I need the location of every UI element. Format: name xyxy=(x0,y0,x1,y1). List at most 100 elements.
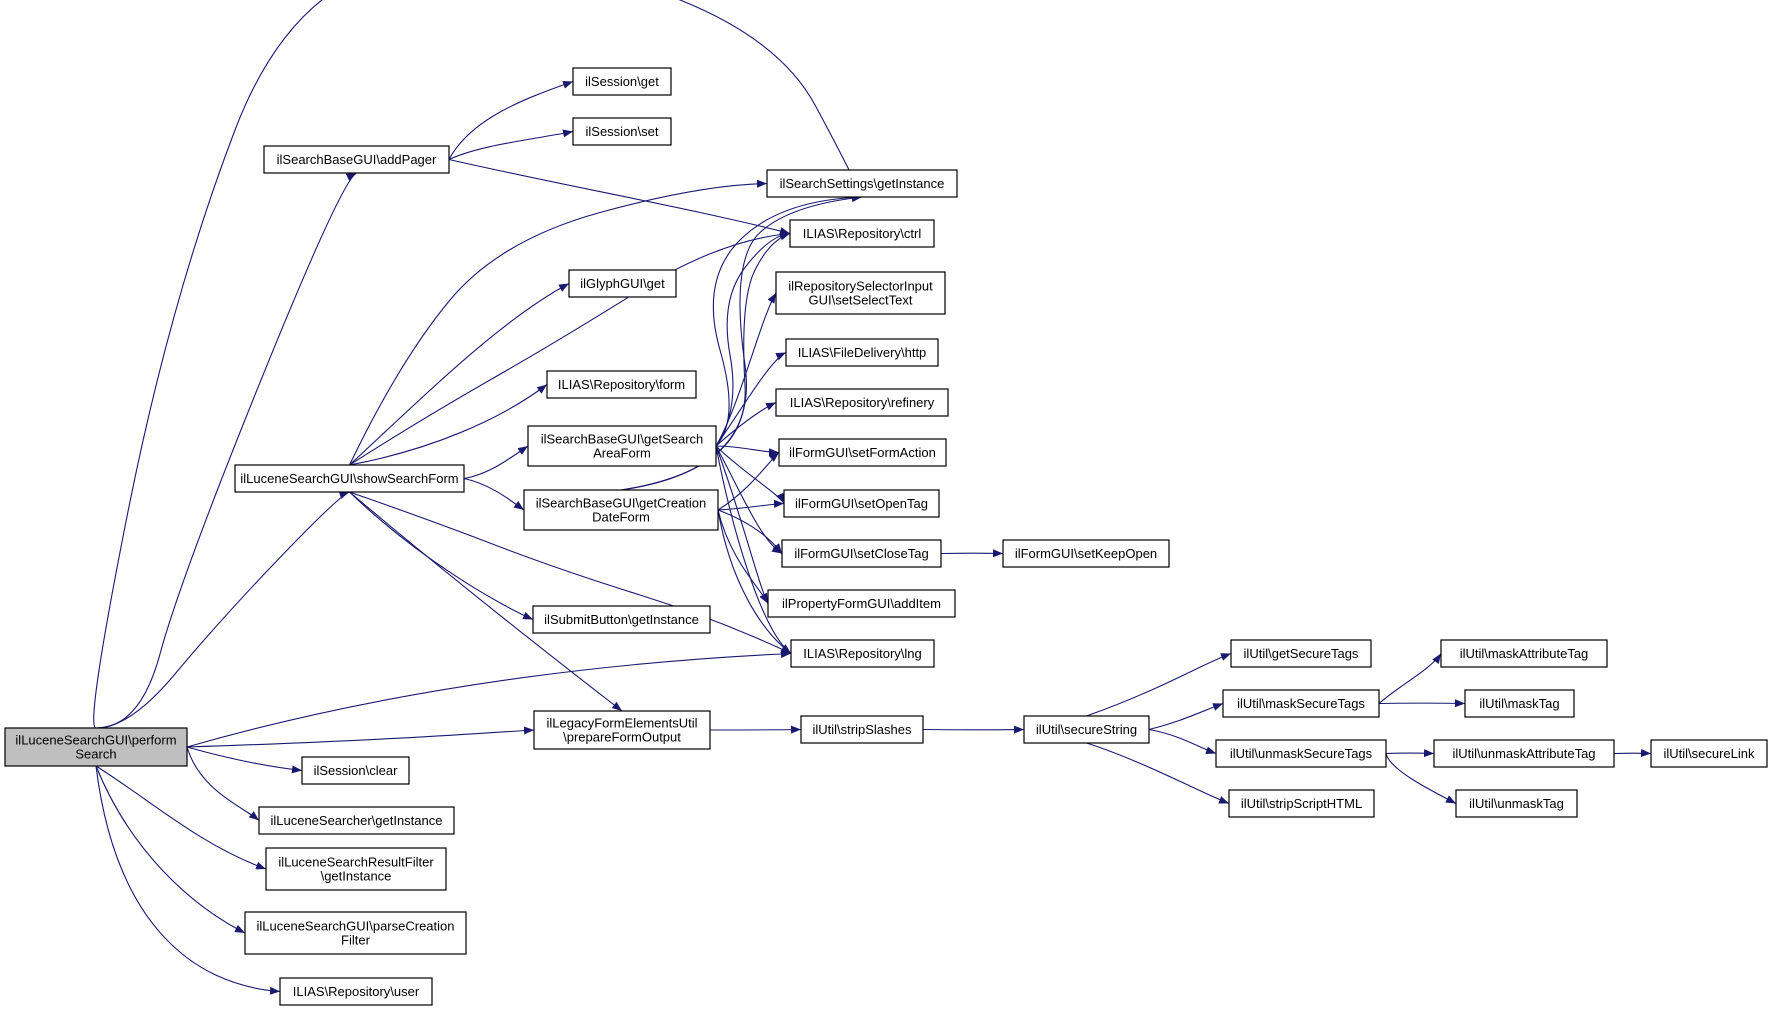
edge-areaForm-to-setCloseTag xyxy=(715,445,783,554)
node-secStr[interactable]: ilUtil\secureString xyxy=(1023,715,1150,744)
node-unmaskAttr[interactable]: ilUtil\unmaskAttributeTag xyxy=(1433,739,1615,768)
edge-root-to-settings xyxy=(93,0,863,729)
edge-areaForm-to-lng xyxy=(715,445,792,654)
node-box xyxy=(1464,689,1575,718)
node-box xyxy=(767,589,956,618)
edge-root-to-lng xyxy=(186,649,792,748)
edge-dateForm-to-setOpenTag xyxy=(717,499,785,511)
node-label: ilLuceneSearchGUI\perform xyxy=(15,733,176,748)
node-getSecTags[interactable]: ilUtil\getSecureTags xyxy=(1230,639,1372,668)
node-label: ILIAS\Repository\form xyxy=(558,377,685,392)
node-box xyxy=(775,271,946,315)
node-box xyxy=(800,715,924,744)
node-setKeepOpen[interactable]: ilFormGUI\setKeepOpen xyxy=(1002,539,1170,568)
node-label: ILIAS\Repository\lng xyxy=(803,646,922,661)
node-unmaskTag[interactable]: ilUtil\unmaskTag xyxy=(1455,789,1578,818)
node-label: ILIAS\Repository\ctrl xyxy=(803,226,922,241)
edge-secStr-to-unmaskSec xyxy=(1148,728,1217,755)
node-label: Search xyxy=(75,747,116,762)
node-stripScript[interactable]: ilUtil\stripScriptHTML xyxy=(1228,789,1375,818)
node-box xyxy=(533,710,711,750)
node-box xyxy=(1228,789,1375,818)
node-label: ilLegacyFormElementsUtil xyxy=(547,716,698,731)
node-secureLink[interactable]: ilUtil\secureLink xyxy=(1650,739,1768,768)
node-addPager[interactable]: ilSearchBaseGUI\addPager xyxy=(263,145,450,174)
edge-root-to-legacy xyxy=(186,726,535,748)
node-lng[interactable]: ILIAS\Repository\lng xyxy=(790,639,935,668)
node-legacy[interactable]: ilLegacyFormElementsUtil\prepareFormOutp… xyxy=(533,710,711,750)
node-box xyxy=(1230,639,1372,668)
node-label: ILIAS\Repository\user xyxy=(293,984,420,999)
node-sessSet[interactable]: ilSession\set xyxy=(572,117,672,146)
node-box xyxy=(234,464,465,493)
node-glyph[interactable]: ilGlyphGUI\get xyxy=(568,269,677,298)
node-label: ILIAS\Repository\refinery xyxy=(790,395,935,410)
edge-root-to-lucSearcher xyxy=(186,746,260,821)
node-label: ilLuceneSearchGUI\parseCreation xyxy=(257,919,455,934)
node-label: GUI\setSelectText xyxy=(808,293,912,308)
node-label: ilRepositorySelectorInput xyxy=(788,279,933,294)
node-sessGet[interactable]: ilSession\get xyxy=(572,67,672,96)
node-form[interactable]: ILIAS\Repository\form xyxy=(546,370,697,399)
node-box xyxy=(766,169,958,198)
node-setFormAction[interactable]: ilFormGUI\setFormAction xyxy=(778,438,947,467)
edge-areaForm-to-ctrl xyxy=(715,230,791,447)
node-label: ilUtil\stripScriptHTML xyxy=(1241,796,1362,811)
node-showSearchForm[interactable]: ilLuceneSearchGUI\showSearchForm xyxy=(234,464,465,493)
node-maskAttr[interactable]: ilUtil\maskAttributeTag xyxy=(1440,639,1608,668)
node-user[interactable]: ILIAS\Repository\user xyxy=(279,977,433,1006)
node-box xyxy=(781,539,942,568)
node-label: ilUtil\secureString xyxy=(1036,722,1137,737)
node-resFilter[interactable]: ilLuceneSearchResultFilter\getInstance xyxy=(265,847,447,891)
node-maskTag[interactable]: ilUtil\maskTag xyxy=(1464,689,1575,718)
node-box xyxy=(244,911,467,955)
node-strip[interactable]: ilUtil\stripSlashes xyxy=(800,715,924,744)
node-label: ilSearchBaseGUI\addPager xyxy=(277,152,437,167)
edge-areaForm-to-http xyxy=(715,352,787,447)
node-http[interactable]: ILIAS\FileDelivery\http xyxy=(785,338,939,367)
edge-root-to-showSearchForm xyxy=(95,491,350,729)
node-label: ilPropertyFormGUI\addItem xyxy=(782,596,941,611)
node-box xyxy=(1023,715,1150,744)
node-refinery[interactable]: ILIAS\Repository\refinery xyxy=(775,388,949,417)
node-box xyxy=(790,639,935,668)
edge-secStr-to-stripScript xyxy=(1086,742,1230,805)
edge-showSearchForm-to-legacy xyxy=(349,491,623,712)
edge-showSearchForm-to-ctrl xyxy=(349,230,791,466)
edge-areaForm-to-setFormAction xyxy=(715,445,780,457)
node-box xyxy=(546,370,697,399)
node-box xyxy=(785,338,939,367)
node-box xyxy=(527,425,717,467)
node-maskSec[interactable]: ilUtil\maskSecureTags xyxy=(1222,689,1380,718)
node-setOpenTag[interactable]: ilFormGUI\setOpenTag xyxy=(783,489,940,518)
node-addItem[interactable]: ilPropertyFormGUI\addItem xyxy=(767,589,956,618)
node-setCloseTag[interactable]: ilFormGUI\setCloseTag xyxy=(781,539,942,568)
node-label: ilUtil\unmaskTag xyxy=(1469,796,1564,811)
edge-showSearchForm-to-submit xyxy=(349,491,534,621)
node-label: Filter xyxy=(341,933,371,948)
node-lucSearcher[interactable]: ilLuceneSearcher\getInstance xyxy=(258,806,455,835)
node-ctrl[interactable]: ILIAS\Repository\ctrl xyxy=(789,219,935,248)
edge-showSearchForm-to-dateForm xyxy=(463,477,525,511)
node-label: ilUtil\stripSlashes xyxy=(813,722,912,737)
node-box xyxy=(775,388,949,417)
node-label: ilSearchBaseGUI\getCreation xyxy=(536,496,707,511)
node-box xyxy=(1650,739,1768,768)
edge-root-to-addPager xyxy=(95,172,357,729)
node-submit[interactable]: ilSubmitButton\getInstance xyxy=(532,605,711,634)
node-label: ilSearchSettings\getInstance xyxy=(780,176,945,191)
node-label: ilUtil\getSecureTags xyxy=(1244,646,1359,661)
node-sessClear[interactable]: ilSession\clear xyxy=(301,756,410,785)
edge-showSearchForm-to-settings xyxy=(349,179,768,466)
edge-dateForm-to-lng xyxy=(717,509,792,654)
node-label: ilFormGUI\setKeepOpen xyxy=(1015,546,1157,561)
node-unmaskSec[interactable]: ilUtil\unmaskSecureTags xyxy=(1215,739,1387,768)
node-settings[interactable]: ilSearchSettings\getInstance xyxy=(766,169,958,198)
node-repoSel[interactable]: ilRepositorySelectorInputGUI\setSelectTe… xyxy=(775,271,946,315)
edge-legacy-to-strip xyxy=(709,725,802,734)
node-box xyxy=(1433,739,1615,768)
